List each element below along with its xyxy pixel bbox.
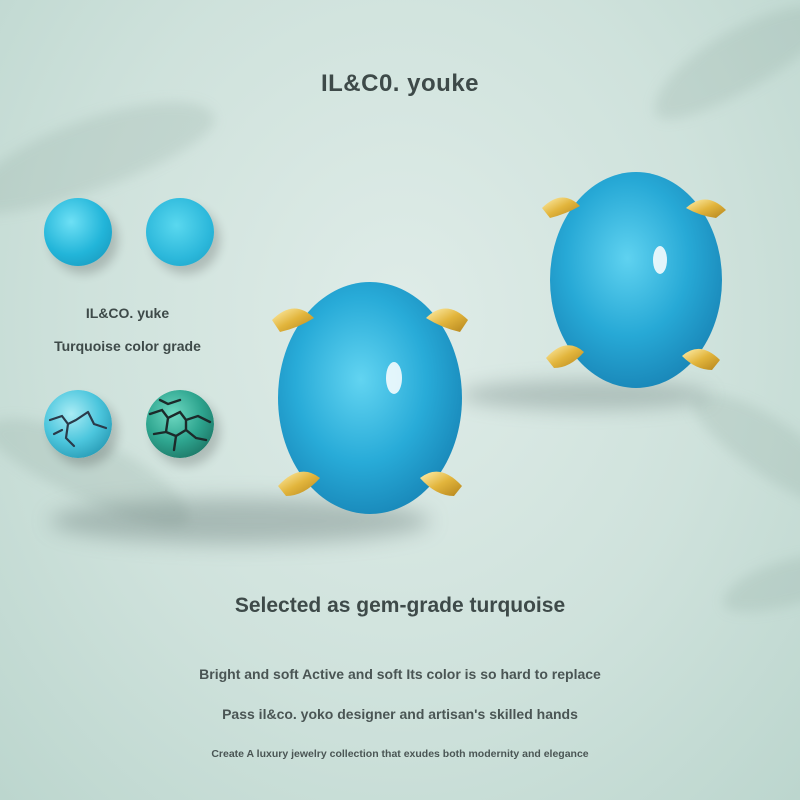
description-line-2: Pass il&co. yoko designer and artisan's … — [222, 706, 578, 722]
grade-brand: IL&CO. yuke — [85, 305, 170, 321]
swatch-grade-3 — [44, 390, 112, 458]
turquoise-earring-back — [542, 172, 726, 388]
turquoise-earring-front — [272, 282, 468, 514]
description-line-3: Create A luxury jewelry collection that … — [211, 748, 589, 760]
brand-title: IL&C0. youke — [320, 70, 480, 97]
grade-label: Turquoise color grade — [54, 338, 201, 354]
headline: Selected as gem-grade turquoise — [234, 594, 566, 617]
swatch-grade-2 — [146, 198, 214, 266]
description-line-1: Bright and soft Active and soft Its colo… — [199, 666, 601, 682]
swatch-grade-1 — [44, 198, 112, 266]
leaf-shadow — [638, 0, 800, 136]
swatch-grade-4 — [146, 390, 214, 458]
earring-shadow-back — [460, 380, 710, 410]
